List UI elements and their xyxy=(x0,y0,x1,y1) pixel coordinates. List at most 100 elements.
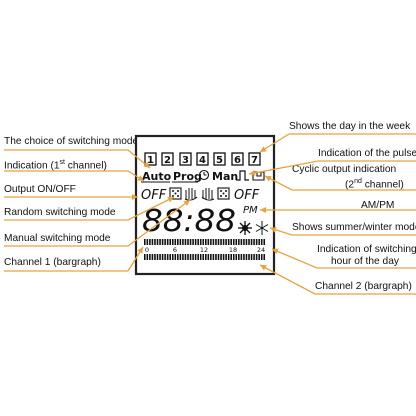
callout-arrowhead xyxy=(265,176,272,182)
channel1-bar-segment xyxy=(164,239,166,245)
channel2-bar-segment xyxy=(207,254,210,260)
channel2-bar-segment xyxy=(225,254,227,260)
channel1-bar-segment xyxy=(174,239,177,245)
channel1-bar-segment xyxy=(250,239,253,245)
hour-scale: 0 6 12 18 24 xyxy=(145,246,265,254)
callout-channel1 xyxy=(4,246,144,272)
svg-text:5: 5 xyxy=(216,155,223,166)
channel2-bar-segment xyxy=(154,254,156,260)
callout-cyclic xyxy=(264,175,416,191)
channel2-bar-segment xyxy=(156,254,159,260)
channel2-bar-segment xyxy=(169,254,171,260)
dice-icon-left xyxy=(169,187,182,200)
svg-text:3: 3 xyxy=(182,155,189,166)
channel2-bar-segment xyxy=(227,254,230,260)
channel1-bar-segment xyxy=(187,239,189,245)
channel2-bar-segment xyxy=(230,254,232,260)
channel1-bar-segment xyxy=(215,239,217,245)
callout-arrowhead xyxy=(260,146,267,152)
mode-auto: Auto xyxy=(142,170,172,183)
callout-arrowhead xyxy=(249,169,256,176)
scale-label-6: 6 xyxy=(173,246,177,254)
channel1-bar-segment xyxy=(243,239,245,245)
channel2-bar-segment xyxy=(205,254,207,260)
channel2-bar-segment xyxy=(187,254,189,260)
channel2-bar-segment xyxy=(243,254,245,260)
label-channel1-bargraph: Channel 1 (bargraph) xyxy=(4,257,101,268)
scale-label-24: 24 xyxy=(257,246,265,254)
channel2-bar-segment xyxy=(189,254,192,260)
callout-manual-mode xyxy=(4,199,191,247)
channel1-bar-segment xyxy=(182,239,184,245)
callout-arrowhead xyxy=(132,194,138,200)
channel1-bar-segment xyxy=(197,239,199,245)
channel2-bar-segment xyxy=(144,254,146,260)
day-indicators: 1 2 3 4 5 6 7 xyxy=(144,152,261,166)
hand-icon-right xyxy=(201,188,215,201)
channel2-bar-segment xyxy=(245,254,248,260)
callout-lines xyxy=(4,133,416,295)
label-switching-hour-2: hour of the day xyxy=(331,256,399,267)
channel2-bar-segment xyxy=(238,254,240,260)
callout-arrowhead xyxy=(183,200,190,206)
callout-arrowhead xyxy=(260,207,266,213)
ampm-indicator: PM xyxy=(243,205,258,216)
channel1-bar-segment xyxy=(184,239,187,245)
mode-prog: Prog xyxy=(173,170,202,183)
channel2-bar-segment xyxy=(217,254,220,260)
day-box-5: 5 xyxy=(213,152,226,166)
day-box-2: 2 xyxy=(161,152,174,166)
channel2-bar-segment xyxy=(192,254,194,260)
svg-text:4: 4 xyxy=(199,155,206,166)
channel1-bar-segment xyxy=(240,239,243,245)
channel1-bar-segment xyxy=(238,239,240,245)
label-switching-hour-1: Indication of switching xyxy=(317,244,416,255)
channel2-bar-segment xyxy=(159,254,161,260)
callout-channel2 xyxy=(259,264,416,295)
channel1-bar-segment xyxy=(171,239,174,245)
day-box-1: 1 xyxy=(144,152,157,166)
label-manual-mode: Manual switching mode xyxy=(4,233,111,244)
off-left: OFF xyxy=(141,188,167,203)
channel2-bar-segment xyxy=(215,254,217,260)
channel1-bar-segment xyxy=(192,239,194,245)
svg-text:6: 6 xyxy=(234,155,241,166)
callout-arrowhead xyxy=(260,265,267,271)
callout-summer-winter xyxy=(269,227,416,236)
channel2-bar-segment xyxy=(222,254,225,260)
label-day-of-week: Shows the day in the week xyxy=(289,121,411,132)
channel2-bar-segment xyxy=(171,254,174,260)
day-box-6: 6 xyxy=(231,152,244,166)
channel1-bar-segment xyxy=(144,239,146,245)
channel1-bar-segment xyxy=(253,239,255,245)
callout-arrowhead xyxy=(272,248,279,255)
scale-label-0: 0 xyxy=(145,246,149,254)
callout-switching-mode xyxy=(4,149,151,169)
channel2-bar-segment xyxy=(210,254,212,260)
channel1-bar-segment xyxy=(205,239,207,245)
channel2-bar-segment xyxy=(253,254,255,260)
channel2-bar-segment xyxy=(151,254,154,260)
callout-indication-ch1 xyxy=(4,170,145,182)
day-box-3: 3 xyxy=(179,152,192,166)
svg-text:7: 7 xyxy=(251,155,258,166)
channel1-bar-segment xyxy=(248,239,250,245)
channel1-bar-segment xyxy=(255,239,258,245)
label-summer-winter: Shows summer/winter mode xyxy=(292,222,416,233)
channel2-bar-segment xyxy=(260,254,263,260)
channel2-bar-segment xyxy=(202,254,205,260)
scale-label-12: 12 xyxy=(200,246,208,254)
channel1-bar-segment xyxy=(179,239,182,245)
channel2-bar-segment xyxy=(161,254,164,260)
channel2-bar-segment xyxy=(220,254,222,260)
channel1-bar-segment xyxy=(260,239,263,245)
channel1-bar-segment xyxy=(169,239,171,245)
label-pulse: Indication of the pulse xyxy=(318,148,416,159)
channel2-bar-segment xyxy=(182,254,184,260)
channel1-bar-segment xyxy=(151,239,154,245)
channel1-bar-segment xyxy=(146,239,149,245)
pulse-icon xyxy=(236,170,249,181)
channel2-bar-segment xyxy=(149,254,151,260)
channel1-bar-segment xyxy=(258,239,260,245)
channel1-bar-segment xyxy=(220,239,222,245)
